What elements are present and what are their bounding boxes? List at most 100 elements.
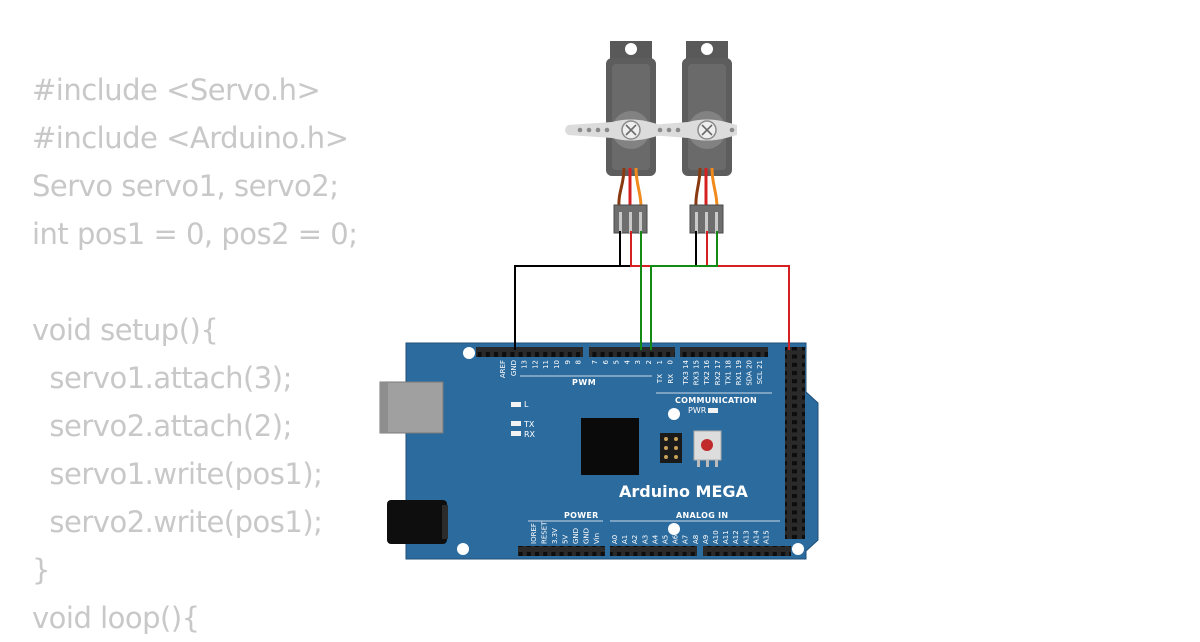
header-digital-top-1 bbox=[476, 347, 583, 357]
pin-label: A12 bbox=[732, 530, 740, 544]
pin-label: 0 bbox=[667, 360, 675, 364]
pin-label: 6 bbox=[602, 359, 610, 364]
wire-vcc bbox=[630, 231, 790, 350]
code-line: Servo servo1, servo2; bbox=[32, 169, 339, 203]
pin-label: A3 bbox=[641, 535, 649, 544]
pin-label: 3.3V bbox=[551, 528, 559, 544]
pin-label: 10 bbox=[553, 360, 561, 369]
led-pwr-indicator bbox=[708, 408, 718, 413]
pin-label: RESET bbox=[541, 521, 549, 544]
pin-label: 11 bbox=[542, 360, 550, 369]
pin-label: AREF bbox=[499, 360, 507, 378]
pin-label: A15 bbox=[763, 530, 771, 544]
pin-label: RX bbox=[667, 374, 675, 384]
pin-label: A9 bbox=[702, 535, 710, 544]
pin-label: 2 bbox=[645, 360, 653, 364]
code-line: servo1.attach(3); bbox=[32, 361, 292, 395]
pin-label: A10 bbox=[712, 530, 720, 544]
header-digital-top-2 bbox=[589, 347, 675, 357]
analog-in-label: ANALOG IN bbox=[676, 511, 728, 520]
pin-label: SCL 21 bbox=[756, 360, 764, 384]
code-line: servo2.attach(2); bbox=[32, 409, 292, 443]
mounting-hole bbox=[792, 543, 804, 555]
led-rx-label: RX bbox=[524, 430, 536, 439]
pwm-label: PWM bbox=[572, 378, 596, 387]
pin-label: A13 bbox=[742, 530, 750, 544]
pin-label: Vin bbox=[593, 533, 601, 544]
header-power bbox=[518, 546, 605, 556]
servo-motor-2 bbox=[647, 41, 737, 234]
wire-signal-servo2 bbox=[650, 231, 718, 350]
led-l-indicator bbox=[511, 402, 521, 407]
communication-label: COMMUNICATION bbox=[675, 396, 757, 405]
wires bbox=[514, 231, 790, 350]
pin-label: TX1 18 bbox=[724, 360, 732, 386]
code-line: int pos1 = 0, pos2 = 0; bbox=[32, 217, 358, 251]
pin-label: 9 bbox=[564, 360, 572, 364]
mounting-hole bbox=[457, 543, 469, 555]
led-tx-indicator bbox=[511, 421, 521, 426]
usb-connector bbox=[379, 381, 444, 434]
led-pwr-label: PWR bbox=[688, 406, 707, 415]
pin-label: 8 bbox=[575, 360, 583, 364]
code-listing: #include <Servo.h> #include <Arduino.h> Se… bbox=[32, 66, 358, 642]
header-analog-2 bbox=[703, 546, 791, 556]
arduino-mega-board: L TX RX PWR PWM COMMUNICATION POWER ANAL… bbox=[379, 342, 819, 560]
power-label: POWER bbox=[564, 511, 599, 520]
code-line: #include <Servo.h> bbox=[32, 73, 321, 107]
power-jack bbox=[387, 500, 447, 544]
code-line: servo1.write(pos1); bbox=[32, 457, 323, 491]
pin-label: 1 bbox=[656, 360, 664, 364]
icsp-header bbox=[660, 433, 682, 463]
reset-button[interactable] bbox=[693, 430, 722, 467]
mounting-hole bbox=[668, 523, 680, 535]
mounting-hole bbox=[668, 408, 680, 420]
header-analog-1 bbox=[610, 546, 697, 556]
pin-label: GND bbox=[572, 528, 580, 544]
pin-label: 5V bbox=[562, 535, 570, 544]
pin-label: RX1 19 bbox=[735, 360, 743, 385]
pin-label: A0 bbox=[611, 535, 619, 544]
led-tx-label: TX bbox=[523, 420, 535, 429]
pin-label: A14 bbox=[752, 530, 760, 544]
pin-label: GND bbox=[583, 528, 591, 544]
code-line: servo2.write(pos1); bbox=[32, 505, 323, 539]
servo-motor-1 bbox=[565, 41, 661, 234]
code-line: #include <Arduino.h> bbox=[32, 121, 349, 155]
pin-label: A6 bbox=[672, 534, 680, 544]
pin-label: A11 bbox=[722, 530, 730, 544]
pin-label: A5 bbox=[662, 535, 670, 544]
led-rx-indicator bbox=[511, 431, 521, 436]
header-right-double bbox=[785, 347, 805, 539]
board-name: Arduino MEGA bbox=[619, 482, 749, 501]
code-line: void setup(){ bbox=[32, 313, 219, 347]
pin-label: TX3 14 bbox=[682, 359, 690, 385]
pin-label: 4 bbox=[623, 359, 631, 364]
pin-label: IOREF bbox=[530, 523, 538, 544]
microcontroller-chip bbox=[581, 418, 639, 475]
pin-label: RX3 15 bbox=[693, 360, 701, 385]
header-digital-top-3 bbox=[680, 347, 768, 357]
pin-label: TX2 16 bbox=[703, 359, 711, 385]
pin-label: TX bbox=[656, 374, 664, 384]
pin-label: 7 bbox=[591, 360, 599, 364]
mounting-hole bbox=[463, 347, 475, 359]
code-line: void loop(){ bbox=[32, 601, 200, 635]
pin-label: 12 bbox=[531, 360, 539, 369]
led-l-label: L bbox=[524, 400, 529, 409]
wire-gnd bbox=[514, 231, 621, 350]
code-line: } bbox=[32, 553, 50, 587]
pin-label: A8 bbox=[692, 535, 700, 544]
pin-label: RX2 17 bbox=[714, 360, 722, 385]
pin-label: A1 bbox=[621, 535, 629, 544]
pin-label: SDA 20 bbox=[746, 360, 754, 386]
pin-label: A2 bbox=[631, 535, 639, 544]
pin-label: 13 bbox=[521, 360, 529, 369]
pin-label: A7 bbox=[682, 535, 690, 544]
pin-label: 3 bbox=[634, 360, 642, 364]
pin-label: GND bbox=[510, 360, 518, 376]
pin-label: A4 bbox=[651, 534, 659, 544]
pin-label: 5 bbox=[613, 360, 621, 364]
